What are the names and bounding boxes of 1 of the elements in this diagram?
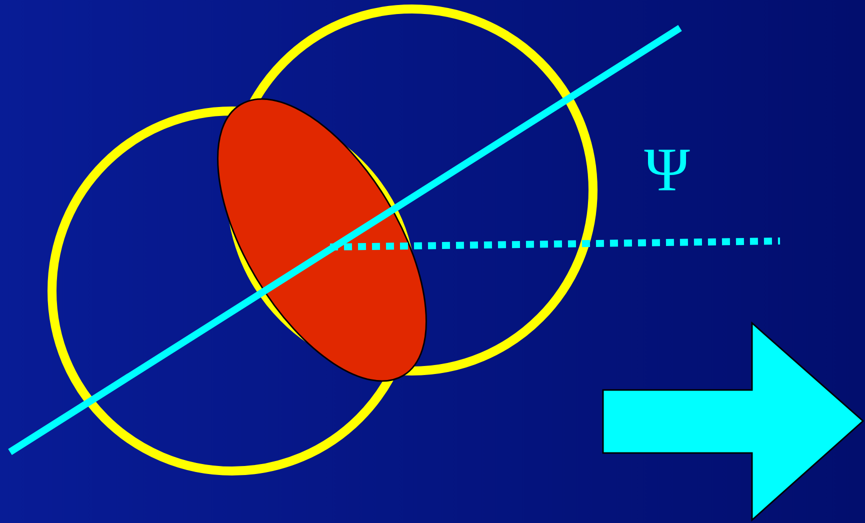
- angle-label: Ψ: [644, 150, 690, 190]
